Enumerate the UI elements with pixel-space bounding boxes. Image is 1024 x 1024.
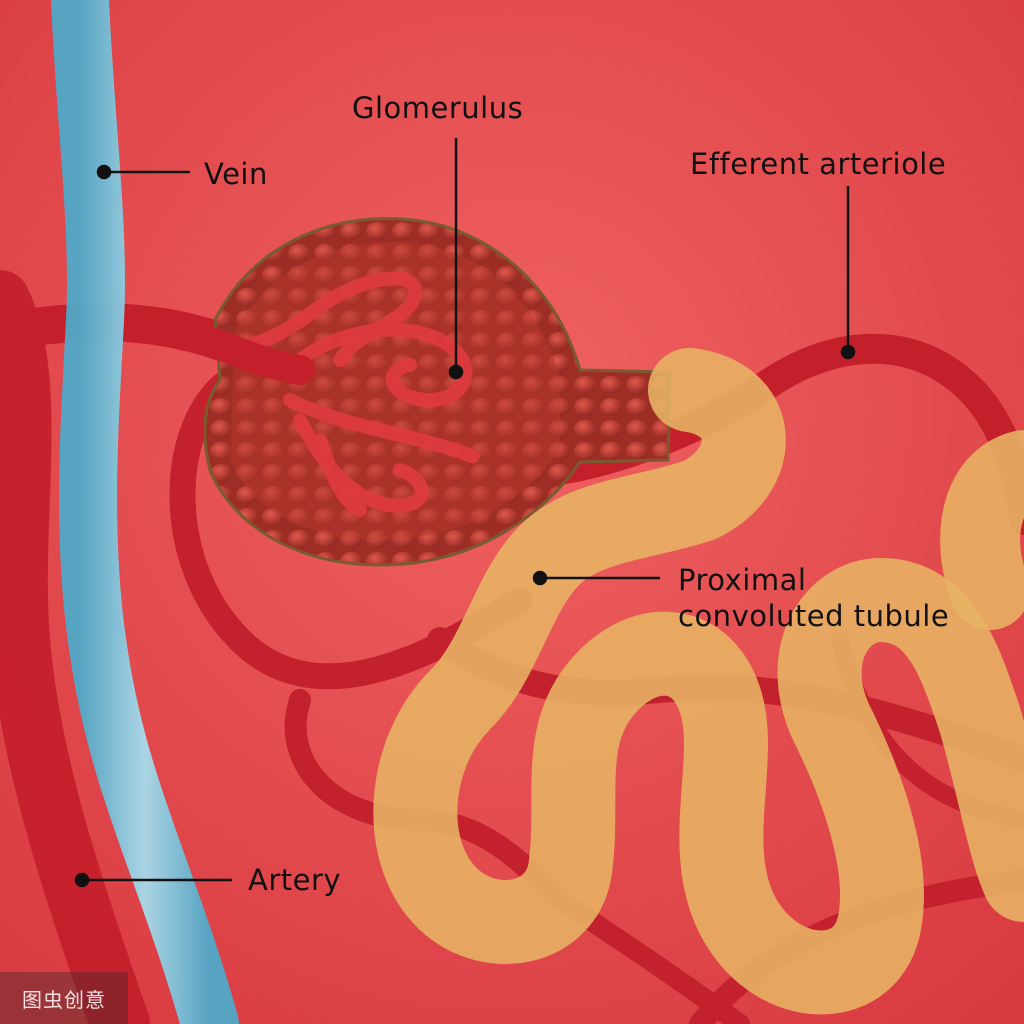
label-glomerulus: Glomerulus	[352, 91, 524, 125]
label-vein: Vein	[204, 157, 268, 191]
label-proximal-line2: convoluted tubule	[678, 599, 950, 634]
artery-vessel	[0, 270, 150, 1024]
pointer-dot-artery	[74, 872, 90, 888]
tubule-loop-right	[940, 430, 1024, 630]
pointer-dot-vein	[96, 164, 112, 180]
afferent-stalk	[135, 310, 315, 385]
label-proximal-line1: Proximal	[678, 563, 807, 597]
glomerulus-tuft	[223, 271, 480, 517]
label-efferent-arteriole: Efferent arteriole	[690, 147, 947, 181]
proximal-convoluted-tubule	[373, 348, 1024, 1015]
pointer-dot-tubule	[532, 570, 548, 586]
watermark: 图虫创意	[0, 972, 128, 1024]
label-pointers	[74, 138, 856, 888]
label-proximal-convoluted-tubule: Proximal convoluted tubule	[678, 562, 949, 635]
vein-vessel	[51, 0, 239, 1024]
pointer-dot-efferent	[840, 344, 856, 360]
pointer-dot-glomerulus	[448, 364, 464, 380]
label-artery: Artery	[248, 863, 342, 897]
